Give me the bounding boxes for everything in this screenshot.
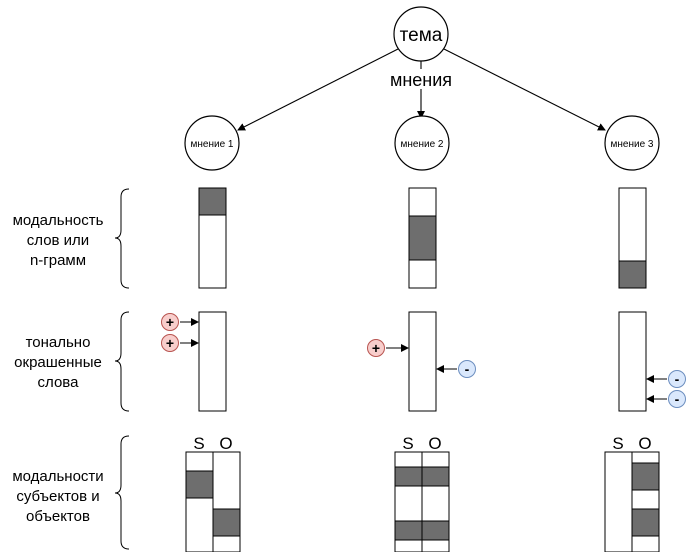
svg-text:слова: слова	[38, 374, 80, 391]
positive-marker: +	[367, 339, 409, 357]
opinion-node-2: мнение 2	[394, 115, 450, 171]
negative-marker: -	[646, 370, 686, 388]
svg-text:-: -	[675, 391, 680, 407]
opinion-label: мнение 3	[611, 139, 654, 150]
object-header: O	[428, 434, 441, 453]
svg-text:слов или: слов или	[27, 232, 89, 249]
svg-text:объектов: объектов	[26, 508, 90, 525]
svg-text:-: -	[465, 361, 470, 377]
svg-text:тонально: тонально	[26, 334, 91, 351]
svg-text:-: -	[675, 371, 680, 387]
modality-segment-filled	[618, 260, 647, 289]
svg-text:модальности: модальности	[12, 468, 103, 485]
opinion-node-1: мнение 1	[184, 115, 240, 171]
sentiment-bar-opinion-3	[618, 311, 647, 412]
row-label-sentiment-words: тонально окрашенные слова	[14, 334, 102, 391]
positive-marker: +	[161, 334, 199, 352]
topic-label: тема	[400, 25, 443, 46]
positive-marker: +	[161, 313, 199, 331]
modality-segment-filled	[198, 187, 227, 216]
sentiment-bar-opinion-1	[198, 311, 227, 412]
modality-segment-filled	[408, 215, 437, 261]
svg-text:модальность: модальность	[13, 212, 104, 229]
negative-marker: -	[436, 360, 476, 378]
edge-label-bg	[388, 69, 454, 89]
subject-bar-opinion-1	[185, 451, 214, 552]
svg-text:окрашенные: окрашенные	[14, 354, 102, 371]
edge-label: мнения	[390, 70, 452, 90]
svg-text:+: +	[166, 314, 174, 330]
subject-bar-opinion-2	[394, 451, 423, 552]
brace-row-3	[114, 435, 130, 550]
svg-text:n-грамм: n-грамм	[30, 252, 86, 269]
brace-row-1	[114, 188, 130, 289]
opinion-node-3: мнение 3	[604, 115, 660, 171]
opinion-label: мнение 2	[401, 139, 444, 150]
object-bar-opinion-2	[421, 451, 450, 552]
subject-bar-opinion-3	[604, 451, 633, 552]
svg-text:+: +	[166, 335, 174, 351]
svg-text:+: +	[372, 340, 380, 356]
negative-marker: -	[646, 390, 686, 408]
sentiment-bar-opinion-2	[408, 311, 437, 412]
edge-to-opinion-1	[237, 48, 399, 131]
object-bar-opinion-3	[631, 451, 660, 552]
edge-to-opinion-3	[443, 48, 606, 131]
modality-bar-opinion-1	[198, 187, 227, 289]
opinion-label: мнение 1	[191, 139, 234, 150]
object-header: O	[219, 434, 232, 453]
topic-node: тема	[393, 6, 449, 62]
modality-bar-opinion-2	[408, 187, 437, 289]
object-header: O	[638, 434, 651, 453]
row-label-subject-object-modality: модальности субъектов и объектов	[12, 468, 103, 525]
subject-header: S	[193, 434, 204, 453]
row-label-word-modality: модальность слов или n-грамм	[13, 212, 104, 269]
subject-header: S	[402, 434, 413, 453]
svg-text:субъектов и: субъектов и	[16, 488, 99, 505]
object-bar-opinion-1	[212, 451, 241, 552]
modality-bar-opinion-3	[618, 187, 647, 289]
subject-header: S	[612, 434, 623, 453]
brace-row-2	[114, 311, 130, 412]
